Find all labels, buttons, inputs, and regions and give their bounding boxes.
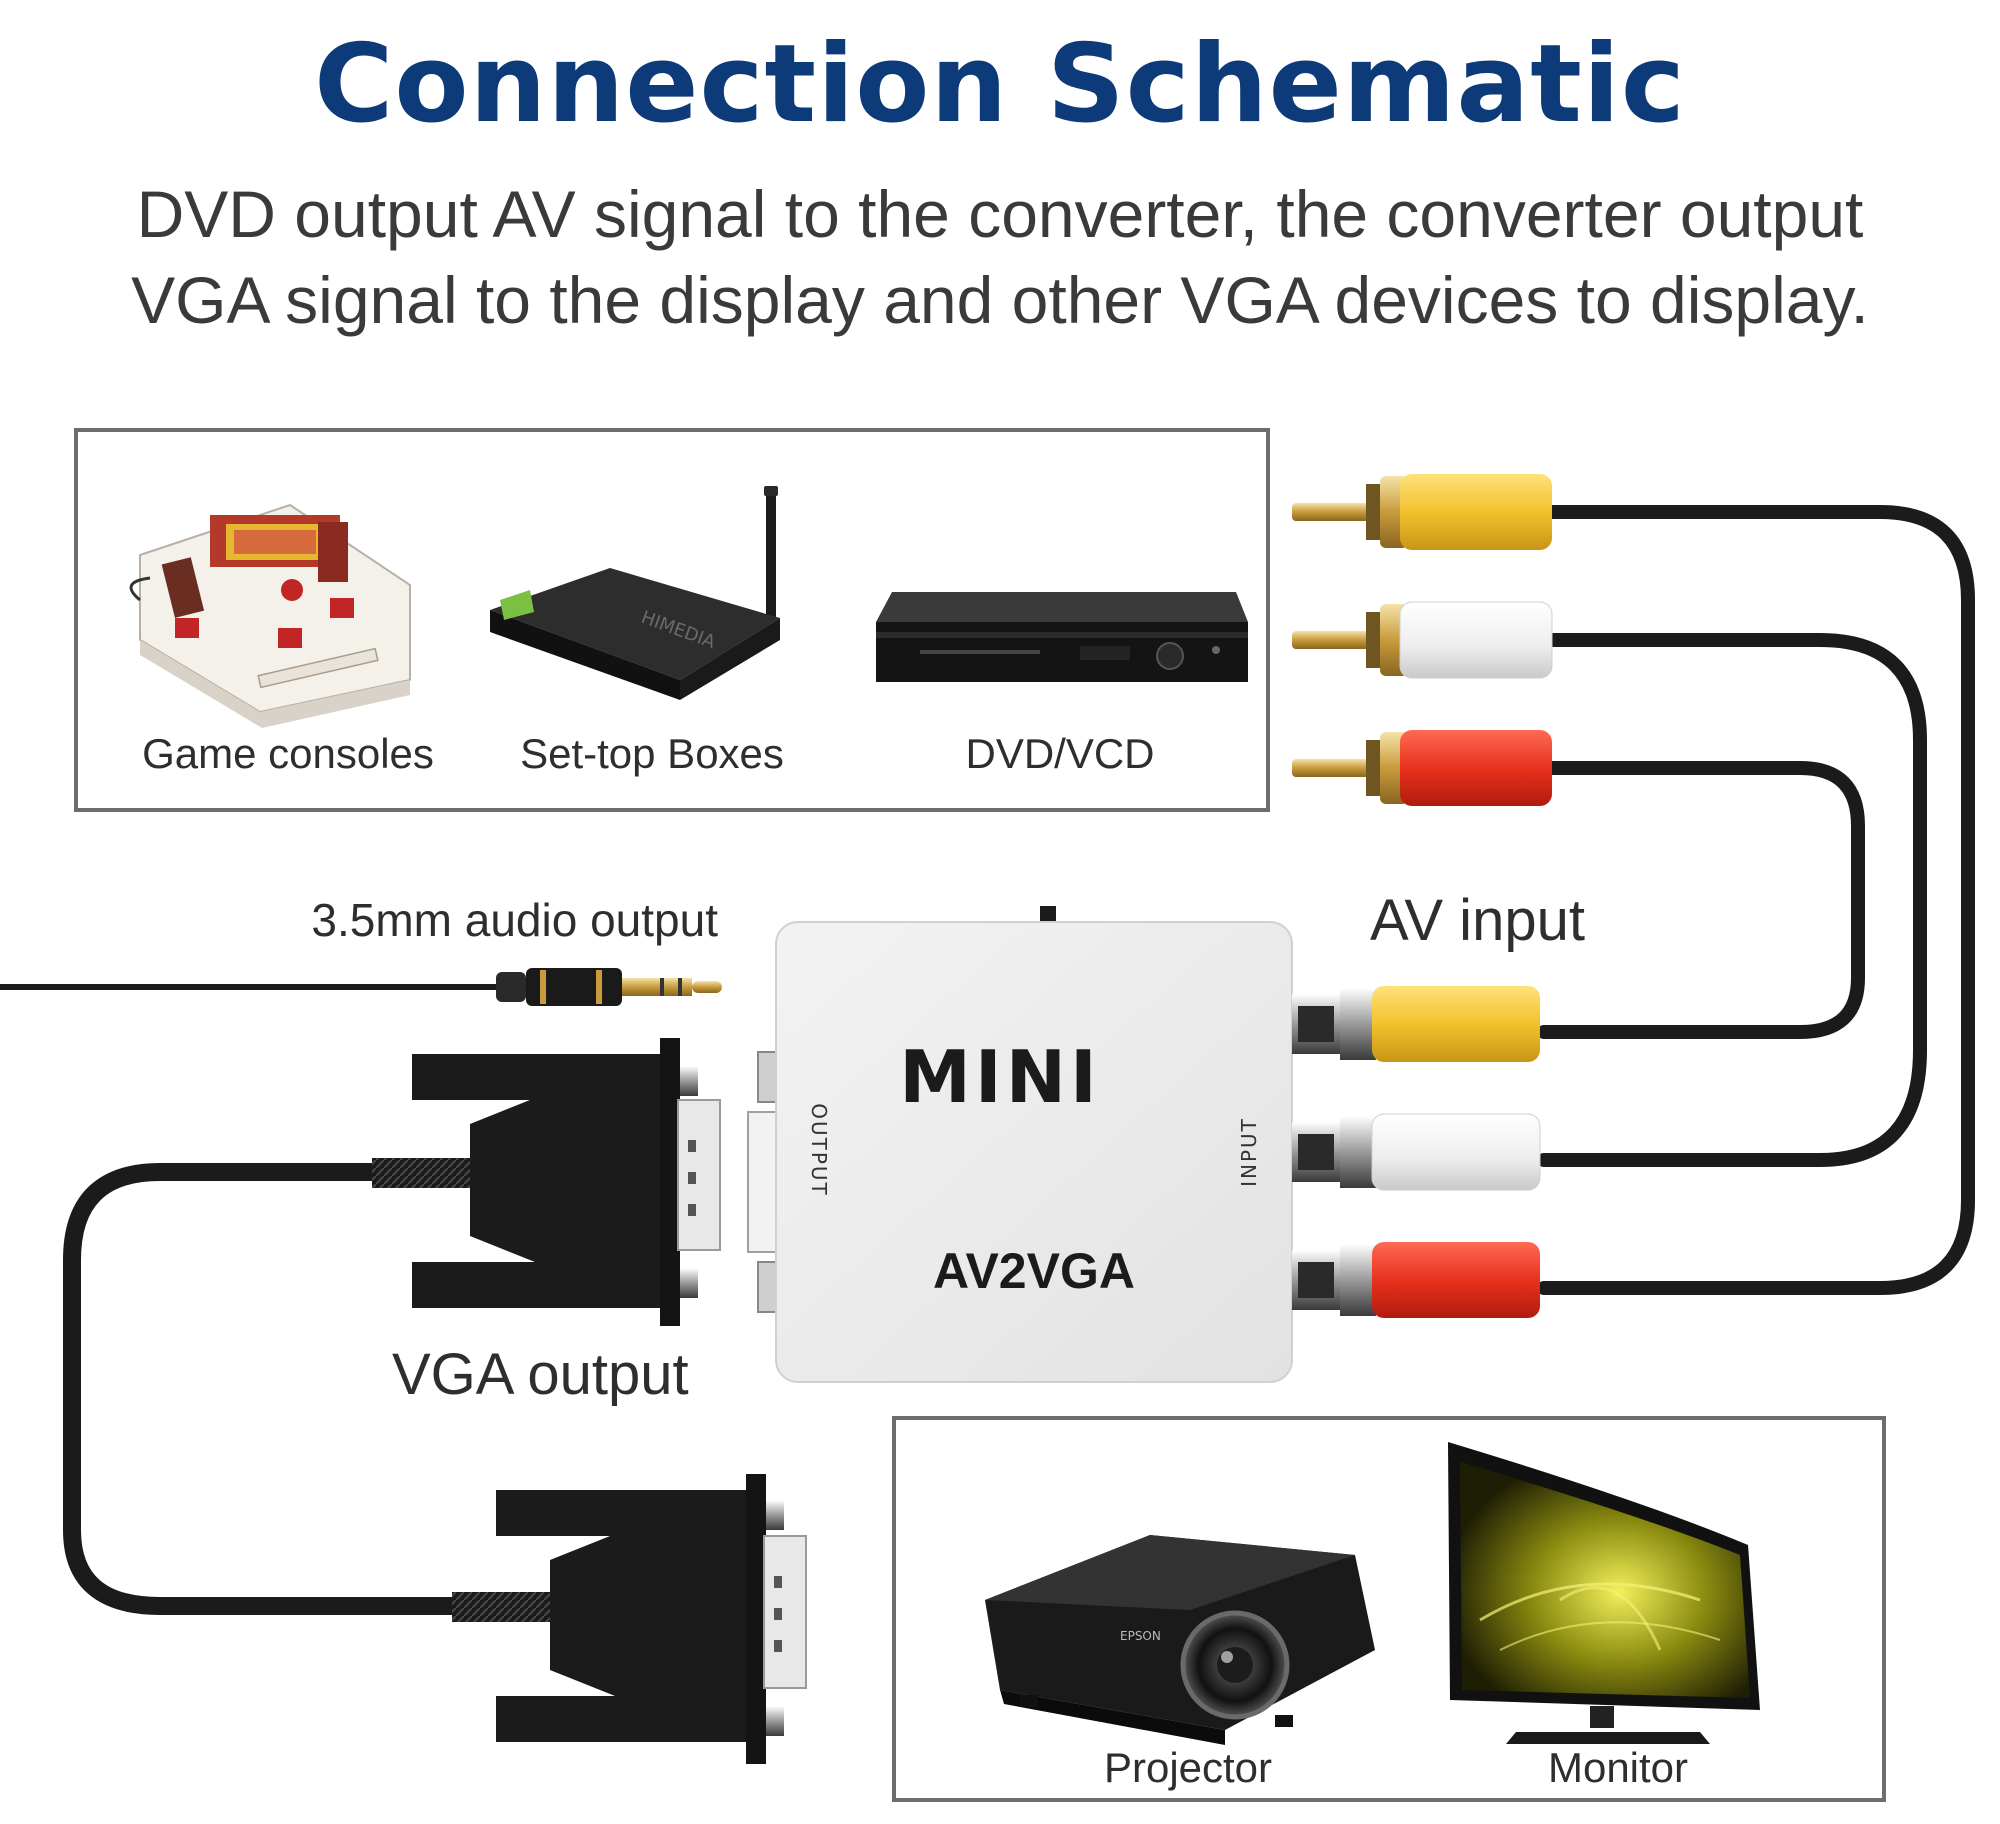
- converter-mini-text: MINI: [899, 1035, 1100, 1119]
- rca-cable-bundle: [1537, 505, 1975, 1295]
- subtitle-line-2: VGA signal to the display and other VGA …: [131, 263, 1869, 337]
- vga-connector-lower: [452, 1474, 807, 1764]
- source-label-game-consoles: Game consoles: [142, 730, 434, 777]
- rca-cable-red: [1537, 761, 1865, 1039]
- rca-plug-white-top: [1292, 601, 1553, 679]
- subtitle-line-1: DVD output AV signal to the converter, t…: [136, 177, 1864, 251]
- projector-icon: EPSON: [985, 1535, 1375, 1745]
- rca-plug-red-top: [1292, 730, 1552, 806]
- av-input-label: AV input: [1370, 888, 1585, 953]
- converter-vga-port: [747, 1111, 779, 1253]
- rca-cable-yellow: [1537, 505, 1975, 1295]
- set-top-box-icon: HIMEDIA: [490, 486, 780, 700]
- converter-input-text: INPUT: [1237, 1117, 1261, 1187]
- audio-output-label: 3.5mm audio output: [311, 894, 718, 946]
- rca-plug-red-bottom: [1292, 1242, 1540, 1318]
- rca-plug-yellow-bottom: [1292, 986, 1540, 1062]
- audio-cable: [0, 968, 722, 1006]
- display-label-projector: Projector: [1104, 1744, 1272, 1791]
- vga-cable: [63, 1163, 469, 1615]
- display-label-monitor: Monitor: [1548, 1744, 1688, 1791]
- vga-connector-upper: [372, 1038, 721, 1326]
- av2vga-converter: [775, 921, 1293, 1383]
- source-label-set-top-boxes: Set-top Boxes: [520, 730, 784, 777]
- power-jack: [1040, 906, 1056, 924]
- converter-output-text: OUTPUT: [807, 1103, 831, 1197]
- rca-plug-white-bottom: [1292, 1113, 1541, 1191]
- projector-brand: EPSON: [1120, 1629, 1161, 1643]
- vga-output-label: VGA output: [392, 1342, 689, 1407]
- game-console-icon: [129, 503, 411, 728]
- page-title: Connection Schematic: [314, 22, 1686, 147]
- monitor-icon: [1448, 1442, 1760, 1744]
- rca-plug-yellow-top: [1292, 474, 1552, 550]
- source-label-dvd-vcd: DVD/VCD: [965, 730, 1154, 777]
- rca-cable-white: [1537, 633, 1927, 1167]
- converter-model-text: AV2VGA: [933, 1243, 1135, 1299]
- dvd-player-icon: [876, 592, 1248, 682]
